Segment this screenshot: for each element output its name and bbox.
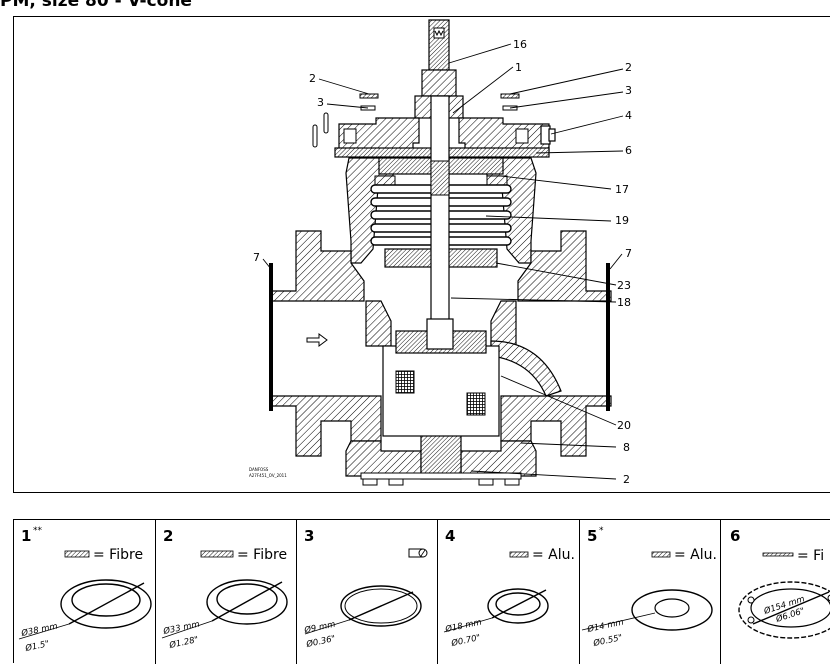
aluminium-hatch-swatch-icon: [651, 551, 671, 558]
part-number: 1: [21, 527, 31, 545]
part-material: = Fibre: [237, 547, 287, 563]
washer-icon: [581, 589, 713, 631]
part-number: 4: [445, 527, 455, 545]
drawing-watermark-line2: A27F451_OV_2011: [249, 473, 287, 478]
part-dim-in: Ø1.28": [167, 634, 199, 651]
part-material: = Fibre: [93, 547, 143, 563]
callout-16: 16: [513, 38, 527, 51]
callout-19: 19: [615, 214, 629, 227]
part-cell-1: 1 ** = Fibre Ø38 mm Ø1.5": [14, 520, 156, 664]
drawing-watermark-line1: DANFOSS: [249, 467, 269, 472]
part-dim-in: Ø1.5": [23, 638, 50, 654]
callout-7-right: 7: [625, 247, 632, 260]
callout-7-left: 7: [253, 251, 260, 264]
part-material: = Alu.: [532, 547, 575, 563]
gasket-ring-icon: [18, 579, 152, 640]
part-dim-mm: Ø33 mm: [161, 619, 200, 638]
fibre-hatch-swatch-icon: [762, 552, 794, 557]
part-superscript: **: [33, 526, 43, 536]
page-title: PM, size 80 - V-cone: [0, 0, 192, 11]
fibre-hatch-swatch-icon: [200, 550, 234, 558]
part-number: 2: [163, 527, 173, 545]
callout-2-left: 2: [309, 72, 316, 85]
aluminium-hatch-swatch-icon: [509, 551, 529, 558]
part-cell-3: 3 Ø9 mm Ø0.36": [297, 520, 438, 664]
callout-2-bottom: 2: [623, 473, 630, 486]
callout-18: 18: [617, 296, 631, 309]
o-ring-icon: [304, 585, 422, 635]
callout-3-left: 3: [317, 96, 324, 109]
part-dim-mm: Ø18 mm: [443, 617, 482, 636]
valve-body: [270, 230, 612, 486]
callout-20: 20: [617, 419, 631, 432]
callout-8: 8: [623, 441, 630, 454]
o-ring-section-icon: [408, 548, 428, 558]
part-material: = Alu.: [674, 547, 717, 563]
part-dim-mm: Ø14 mm: [585, 617, 624, 636]
part-cell-2: 2 = Fibre Ø33 mm Ø1.28": [156, 520, 297, 664]
gasket-ring-icon: [443, 588, 549, 633]
flange-gasket-icon: [738, 581, 830, 639]
part-dim-mm: Ø38 mm: [19, 621, 58, 640]
part-dim-in: Ø0.36": [304, 633, 336, 650]
part-number: 6: [730, 527, 740, 545]
v-cone-plug: [382, 318, 500, 437]
part-material: = Fi: [797, 548, 824, 564]
fibre-hatch-swatch-icon: [64, 550, 90, 558]
callout-17: 17: [615, 183, 629, 196]
part-cell-6: 6 = Fi Ø154 mm Ø6.06": [721, 520, 830, 664]
callout-23: 23: [617, 279, 631, 292]
part-number: 3: [304, 527, 314, 545]
part-number: 5: [587, 527, 597, 545]
leader-lines: [262, 43, 624, 480]
part-superscript: *: [599, 526, 604, 536]
gasket-ring-icon: [161, 579, 288, 639]
callout-labels: 16 1 2 3 2 3 4 6 17 19 7 7 23 18 20 8 2: [253, 38, 632, 486]
callout-6: 6: [625, 144, 632, 157]
valve-section-drawing: 16 1 2 3 2 3 4 6 17 19 7 7 23 18 20 8 2 …: [13, 16, 830, 493]
callout-3-right: 3: [625, 84, 632, 97]
part-dim-in: Ø0.55": [591, 632, 623, 649]
callout-2-right: 2: [625, 61, 632, 74]
callout-4: 4: [625, 109, 632, 122]
gasket-parts-strip: 1 ** = Fibre Ø38 mm Ø1.5" 2 = Fibre: [13, 519, 830, 664]
part-cell-4: 4 = Alu. Ø18 mm Ø0.70": [438, 520, 580, 664]
part-cell-5: 5 * = Alu. Ø14 mm Ø0.55": [580, 520, 721, 664]
part-dim-in: Ø0.70": [449, 632, 481, 649]
callout-1: 1: [515, 61, 522, 74]
flow-direction-arrow-icon: [306, 333, 328, 347]
part-dim-mm: Ø9 mm: [302, 619, 336, 636]
